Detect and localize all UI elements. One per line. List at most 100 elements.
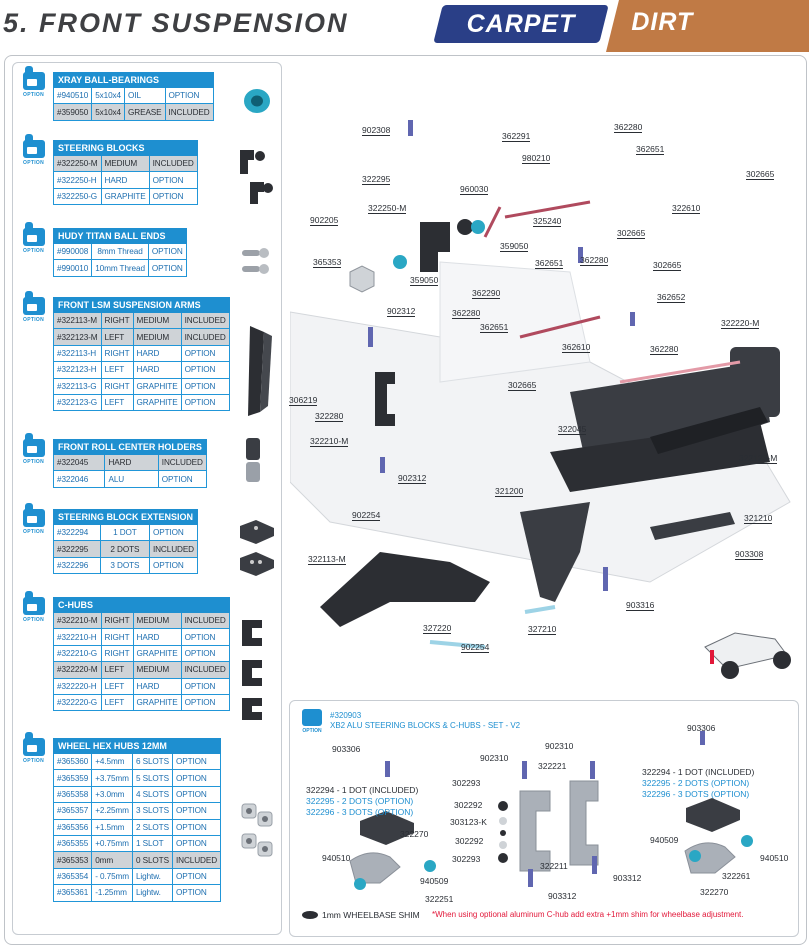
- part-label: 902254: [461, 642, 490, 653]
- table-cell: 5 SLOTS: [131, 769, 173, 787]
- option-badge-label: OPTION: [23, 248, 44, 254]
- tab-carpet-label: CARPET: [466, 10, 576, 38]
- part-number-cell: #365361: [52, 884, 93, 902]
- option-badge-label: OPTION: [23, 459, 44, 465]
- table-cell: OIL: [124, 86, 166, 105]
- part-number-cell: #365353: [52, 851, 93, 869]
- table-cell: OPTION: [148, 523, 199, 542]
- set-option-label: OPTION: [302, 728, 322, 734]
- set-part-label: 940509: [650, 835, 679, 845]
- part-number-cell: #322295: [53, 540, 101, 558]
- table-cell: OPTION: [171, 818, 222, 836]
- part-number-cell: #940510: [52, 86, 93, 105]
- page-title: 5. FRONT SUSPENSION: [3, 8, 349, 38]
- part-number-cell: #322046: [52, 470, 106, 488]
- part-label-text: 322045: [558, 424, 587, 435]
- part-label-text: 322113-M: [308, 554, 346, 565]
- tab-dirt-label: DIRT: [631, 8, 694, 36]
- set-option-badge: OPTION: [300, 709, 324, 735]
- table-cell: LEFT: [100, 361, 134, 379]
- part-label: 902254: [352, 510, 381, 521]
- part-label-text: 325240: [533, 216, 562, 227]
- table-cell: OPTION: [148, 171, 198, 189]
- tab-dirt[interactable]: DIRT: [606, 0, 809, 52]
- option-table-title: STEERING BLOCKS: [53, 140, 198, 156]
- table-cell: 6 SLOTS: [131, 752, 173, 771]
- diagram-art: [290, 120, 791, 679]
- option-table-title: STEERING BLOCK EXTENSION: [52, 509, 199, 525]
- part-label-text: 362651: [636, 144, 665, 155]
- part-number-cell: #322210-G: [53, 644, 102, 663]
- table-cell: HARD: [132, 677, 182, 695]
- set-part-label: 903306: [687, 723, 716, 733]
- table-cell: Lightw.: [131, 884, 173, 902]
- part-number-cell: #322123-G: [53, 393, 102, 412]
- table-cell: ALU: [104, 470, 159, 488]
- table-cell: OPTION: [180, 644, 230, 663]
- table-cell: 8mm Thread: [91, 242, 149, 261]
- part-label-text: 327220: [423, 623, 452, 634]
- part-label-text: 321210: [744, 513, 773, 524]
- part-label-text: 362651: [535, 258, 564, 269]
- table-cell: MEDIUM: [100, 154, 150, 173]
- part-number-cell: #365356: [52, 818, 93, 836]
- part-label: 322280: [315, 411, 344, 422]
- part-label-text: 960030: [460, 184, 489, 195]
- part-label: 302665: [617, 228, 646, 239]
- part-number-cell: #322250-H: [53, 171, 102, 189]
- part-label-text: 902312: [387, 306, 416, 317]
- part-label: 365353: [313, 257, 342, 268]
- option-badge-label: OPTION: [23, 758, 44, 764]
- dot-option-item: 322295 - 2 DOTS (OPTION): [306, 796, 414, 806]
- table-cell: LEFT: [100, 693, 134, 712]
- part-label-text: 322123-M: [739, 453, 778, 464]
- part-label-text: 903316: [626, 600, 655, 611]
- part-label-text: 302665: [617, 228, 646, 239]
- table-cell: OPTION: [180, 628, 230, 646]
- set-title: XB2 ALU STEERING BLOCKS & C-HUBS - SET -…: [330, 721, 521, 730]
- table-cell: 2 SLOTS: [131, 818, 173, 836]
- steering-block-extension-image: [240, 520, 274, 576]
- thumbs-up-icon: OPTION: [20, 291, 47, 325]
- table-cell: GRAPHITE: [132, 644, 182, 663]
- table-cell: 2 DOTS: [99, 540, 150, 558]
- tab-carpet[interactable]: CARPET: [433, 5, 609, 43]
- table-cell: RIGHT: [100, 628, 134, 646]
- part-number-cell: #322113-G: [53, 377, 102, 395]
- table-cell: INCLUDED: [180, 661, 230, 679]
- table-cell: LEFT: [100, 393, 134, 412]
- table-cell: GRAPHITE: [132, 693, 182, 712]
- table-cell: HARD: [104, 453, 159, 472]
- part-label: 325240: [533, 216, 562, 227]
- set-part-label: 322270: [400, 829, 429, 839]
- table-cell: +0.75mm: [91, 834, 133, 853]
- part-label: 362651: [636, 144, 665, 155]
- c-hubs-image: [242, 620, 262, 720]
- part-label-text: 322610: [672, 203, 701, 214]
- set-part-label: 322221: [538, 761, 567, 771]
- option-table-title: FRONT ROLL CENTER HOLDERS: [53, 439, 207, 455]
- part-label-text: 365353: [313, 257, 342, 268]
- part-number-cell: #365355: [52, 834, 93, 853]
- set-part-label: 322251: [425, 894, 454, 904]
- table-cell: OPTION: [171, 867, 222, 886]
- part-label-text: 362610: [562, 342, 591, 353]
- table-cell: LEFT: [100, 677, 134, 695]
- table-cell: +2.25mm: [91, 802, 133, 820]
- steering-set-panel: OPTION #320903 XB2 ALU STEERING BLOCKS &…: [289, 700, 799, 937]
